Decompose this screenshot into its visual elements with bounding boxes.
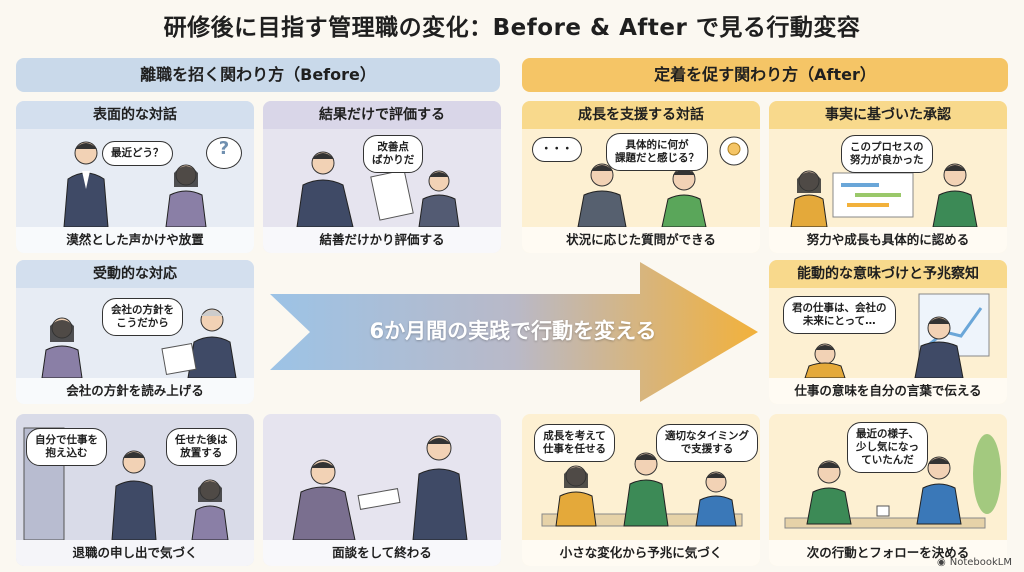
speech-bubble: 最近どう？ <box>102 141 173 166</box>
scene-illustration: 最近の様子、 少し気になっ ていたんだ <box>769 414 1007 540</box>
card-caption: 結善だけかり評価する <box>263 227 501 253</box>
card-heading: 結果だけで評価する <box>263 101 501 129</box>
card-heading: 表面的な対話 <box>16 101 254 129</box>
people-illustration <box>292 435 468 541</box>
people-illustration <box>790 163 978 228</box>
people-illustration <box>577 136 749 228</box>
speech-bubble: 君の仕事は、会社の 未来にとって… <box>783 296 896 334</box>
scene-illustration <box>263 414 501 541</box>
scene-illustration: 君の仕事は、会社の 未来にとって… <box>769 288 1007 379</box>
people-illustration <box>784 434 1001 529</box>
card-caption: 次の行動とフォローを決める <box>769 540 1007 566</box>
card-caption: 面談をして終わる <box>263 540 501 566</box>
brand-name: NotebookLM <box>949 557 1012 568</box>
card-superficial-dialogue: 表面的な対話 最近どう？ ? 漠然とした声かけや放置 <box>16 101 254 253</box>
card-caption: 努力や成長も具体的に認める <box>769 227 1007 253</box>
card-caption: 漠然とした声かけや放置 <box>16 227 254 253</box>
speech-bubble: 会社の方針を こうだから <box>102 298 183 336</box>
people-illustration <box>296 151 460 228</box>
notebook-icon: ◉ <box>937 557 946 568</box>
card-heading: 能動的な意味づけと予兆察知 <box>769 260 1007 288</box>
card-caption: 会社の方針を読み上げる <box>16 378 254 404</box>
scene-illustration: 改善点 ばかりだ <box>263 129 501 228</box>
arrow-label: 6か月間の実践で行動を変える <box>369 319 657 343</box>
speech-bubble: 最近の様子、 少し気になっ ていたんだ <box>847 422 928 473</box>
question-bubble: 具体的に何が 課題だと感じる？ <box>606 133 708 171</box>
card-heading: 成長を支援する対話 <box>522 101 760 129</box>
people-illustration <box>804 293 990 379</box>
card-heading: 事実に基づいた承認 <box>769 101 1007 129</box>
card-caption: 状況に応じた質問ができる <box>522 227 760 253</box>
card-resignation-notice: 自分で仕事を 抱え込む 任せた後は 放置する 退職の申し出で気づく <box>16 414 254 566</box>
scene-illustration: このプロセスの 努力が良かった <box>769 129 1007 228</box>
transition-arrow <box>270 262 758 402</box>
scene-illustration: 自分で仕事を 抱え込む 任せた後は 放置する <box>16 414 254 541</box>
speech-bubble: 改善点 ばかりだ <box>363 135 424 173</box>
card-fact-based-recognition: 事実に基づいた承認 このプロセスの 努力が良かった 努力や成長も具体的に認める <box>769 101 1007 253</box>
people-illustration <box>41 308 237 379</box>
scene-illustration: 最近どう？ ? <box>16 129 254 228</box>
speech-bubble-left: 自分で仕事を 抱え込む <box>26 428 107 466</box>
page-title: 研修後に目指す管理職の変化：Before & After で見る行動変容 <box>163 15 861 41</box>
after-banner: 定着を促す関わり方（After） <box>522 58 1008 92</box>
speech-bubble-right: 適切なタイミング で支援する <box>656 424 758 462</box>
card-next-action-followup: 最近の様子、 少し気になっ ていたんだ 次の行動とフォローを決める <box>769 414 1007 566</box>
people-illustration <box>63 141 207 228</box>
card-heading: 受動的な対応 <box>16 260 254 288</box>
card-caption: 仕事の意味を自分の言葉で伝える <box>769 378 1007 404</box>
brand-logo: ◉ NotebookLM <box>937 557 1012 568</box>
scene-illustration: ・・・ 具体的に何が 課題だと感じる？ <box>522 129 760 228</box>
card-early-signs: 成長を考えて 仕事を任せる 適切なタイミング で支援する 小さな変化から予兆に気… <box>522 414 760 566</box>
scene-illustration: 成長を考えて 仕事を任せる 適切なタイミング で支援する <box>522 414 760 540</box>
card-growth-support-dialogue: 成長を支援する対話 ・・・ 具体的に何が 課題だと感じる？ 状況に応じた質問がで… <box>522 101 760 253</box>
card-caption: 小さな変化から予兆に気づく <box>522 540 760 566</box>
speech-bubble-left: 成長を考えて 仕事を任せる <box>534 424 615 462</box>
people-illustration <box>541 452 743 527</box>
card-result-only-evaluation: 結果だけで評価する 改善点 ばかりだ 結善だけかり評価する <box>263 101 501 253</box>
card-passive-response: 受動的な対応 会社の方針を こうだから 会社の方針を読み上げる <box>16 260 254 404</box>
thinking-bubble: ・・・ <box>532 137 582 162</box>
card-caption: 退職の申し出で気づく <box>16 540 254 566</box>
speech-bubble-right: 任せた後は 放置する <box>166 428 237 466</box>
scene-illustration: 会社の方針を こうだから <box>16 288 254 379</box>
question-bubble: ? <box>206 137 242 169</box>
speech-bubble: このプロセスの 努力が良かった <box>841 135 933 173</box>
card-interview-ends: 面談をして終わる <box>263 414 501 566</box>
before-banner: 離職を招く関わり方（Before） <box>16 58 500 92</box>
card-proactive-meaning: 能動的な意味づけと予兆察知 君の仕事は、会社の 未来にとって… 仕事の意味を自分… <box>769 260 1007 404</box>
